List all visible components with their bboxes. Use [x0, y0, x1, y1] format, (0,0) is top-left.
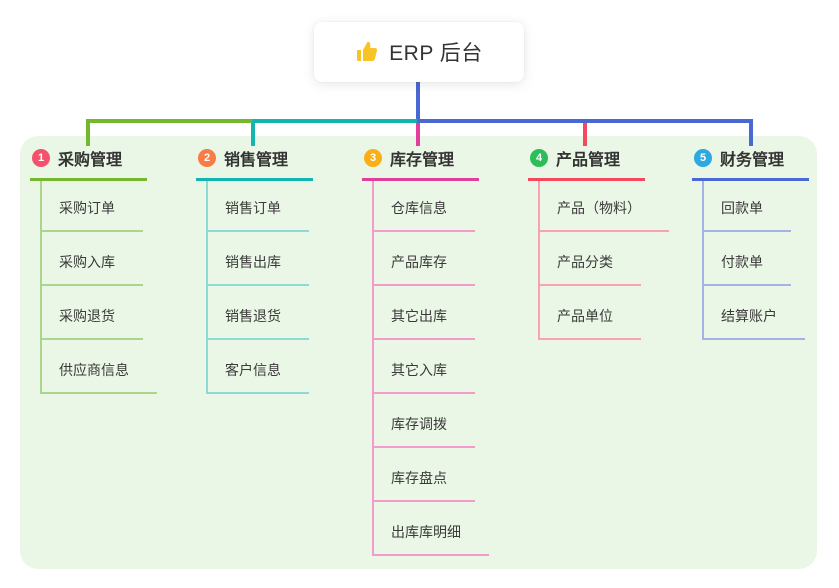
connector-segment — [251, 119, 255, 146]
child-node[interactable]: 其它出库 — [374, 286, 475, 340]
child-label: 销售出库 — [225, 254, 281, 270]
child-label: 采购入库 — [59, 254, 115, 270]
child-label: 其它入库 — [391, 362, 447, 378]
connector-segment — [417, 119, 751, 123]
child-label: 出库库明细 — [391, 524, 461, 540]
branch-children: 销售订单 销售出库 销售退货 客户信息 — [206, 181, 313, 394]
child-node[interactable]: 采购退货 — [42, 286, 143, 340]
branch-header[interactable]: 1 采购管理 — [30, 146, 147, 181]
branch-1: 1 采购管理 采购订单 采购入库 采购退货 供应商信息 — [30, 146, 157, 394]
connector-segment — [749, 119, 753, 146]
child-label: 产品库存 — [391, 254, 447, 270]
branches-panel — [20, 136, 817, 569]
branch-children: 回款单 付款单 结算账户 — [702, 181, 809, 340]
child-label: 结算账户 — [721, 308, 777, 324]
child-node[interactable]: 销售出库 — [208, 232, 309, 286]
branch-header[interactable]: 4 产品管理 — [528, 146, 645, 181]
child-node[interactable]: 产品（物料） — [540, 181, 669, 232]
root-node[interactable]: ERP 后台 — [314, 22, 524, 82]
branch-2: 2 销售管理 销售订单 销售出库 销售退货 客户信息 — [196, 146, 313, 394]
branch-label: 销售管理 — [224, 152, 289, 169]
branch-number-badge: 1 — [32, 149, 50, 167]
connector-segment — [86, 119, 253, 123]
connector-segment — [416, 82, 420, 122]
child-node[interactable]: 仓库信息 — [374, 181, 475, 232]
child-label: 产品（物料） — [557, 200, 641, 216]
child-label: 仓库信息 — [391, 200, 447, 216]
child-label: 客户信息 — [225, 362, 281, 378]
branch-label: 采购管理 — [58, 152, 123, 169]
branch-number-badge: 2 — [198, 149, 216, 167]
thumbs-up-icon — [357, 41, 378, 61]
child-node[interactable]: 付款单 — [704, 232, 791, 286]
branch-5: 5 财务管理 回款单 付款单 结算账户 — [692, 146, 809, 340]
child-node[interactable]: 库存调拨 — [374, 394, 475, 448]
branch-number-badge: 4 — [530, 149, 548, 167]
child-label: 产品分类 — [557, 254, 613, 270]
child-node[interactable]: 其它入库 — [374, 340, 475, 394]
branch-children: 采购订单 采购入库 采购退货 供应商信息 — [40, 181, 157, 394]
child-node[interactable]: 采购订单 — [42, 181, 143, 232]
child-label: 付款单 — [721, 254, 763, 270]
branch-header[interactable]: 3 库存管理 — [362, 146, 479, 181]
child-node[interactable]: 出库库明细 — [374, 502, 489, 556]
root-label: ERP 后台 — [389, 42, 483, 65]
child-node[interactable]: 供应商信息 — [42, 340, 157, 394]
connector-segment — [416, 121, 420, 146]
branch-header[interactable]: 5 财务管理 — [692, 146, 809, 181]
connector-segment — [252, 119, 418, 123]
child-node[interactable]: 销售退货 — [208, 286, 309, 340]
child-node[interactable]: 产品分类 — [540, 232, 641, 286]
child-label: 供应商信息 — [59, 362, 129, 378]
connector-segment — [583, 119, 587, 146]
child-node[interactable]: 产品单位 — [540, 286, 641, 340]
connector-segment — [86, 119, 90, 146]
child-label: 销售退货 — [225, 308, 281, 324]
branch-children: 产品（物料） 产品分类 产品单位 — [538, 181, 669, 340]
branch-label: 产品管理 — [556, 152, 621, 169]
child-label: 采购退货 — [59, 308, 115, 324]
branch-label: 库存管理 — [390, 152, 455, 169]
child-label: 采购订单 — [59, 200, 115, 216]
branch-4: 4 产品管理 产品（物料） 产品分类 产品单位 — [528, 146, 669, 340]
child-node[interactable]: 结算账户 — [704, 286, 805, 340]
branch-3: 3 库存管理 仓库信息 产品库存 其它出库 其它入库 库存调拨 库存盘点 出库库… — [362, 146, 489, 556]
branch-children: 仓库信息 产品库存 其它出库 其它入库 库存调拨 库存盘点 出库库明细 — [372, 181, 489, 556]
branch-label: 财务管理 — [720, 152, 785, 169]
child-label: 库存盘点 — [391, 470, 447, 486]
child-node[interactable]: 回款单 — [704, 181, 791, 232]
child-node[interactable]: 产品库存 — [374, 232, 475, 286]
child-label: 产品单位 — [557, 308, 613, 324]
child-node[interactable]: 客户信息 — [208, 340, 309, 394]
child-label: 其它出库 — [391, 308, 447, 324]
child-node[interactable]: 销售订单 — [208, 181, 309, 232]
branch-number-badge: 3 — [364, 149, 382, 167]
child-label: 销售订单 — [225, 200, 281, 216]
child-node[interactable]: 采购入库 — [42, 232, 143, 286]
branch-header[interactable]: 2 销售管理 — [196, 146, 313, 181]
branch-number-badge: 5 — [694, 149, 712, 167]
child-label: 回款单 — [721, 200, 763, 216]
child-label: 库存调拨 — [391, 416, 447, 432]
child-node[interactable]: 库存盘点 — [374, 448, 475, 502]
